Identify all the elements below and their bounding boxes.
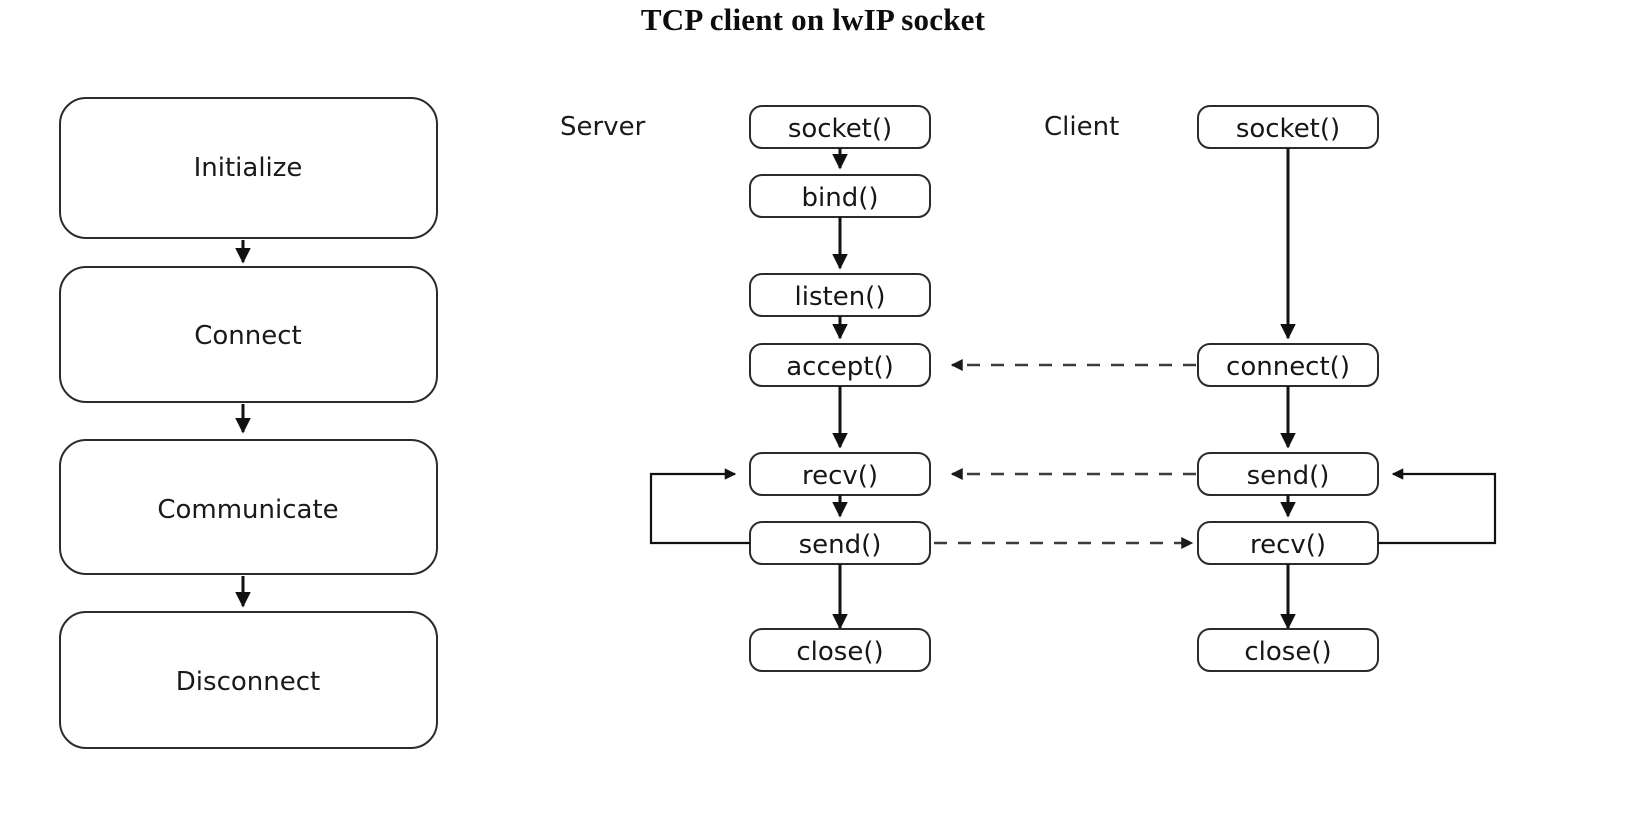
lifecycle-label-initialize: Initialize xyxy=(194,153,303,183)
lifecycle-label-communicate: Communicate xyxy=(157,495,338,525)
lifecycle-flow: Initialize Connect Communicate Disconnec… xyxy=(59,97,438,749)
lifecycle-step-disconnect[interactable]: Disconnect xyxy=(59,611,438,749)
server-label-recv: recv() xyxy=(802,461,878,491)
server-step-close[interactable]: close() xyxy=(749,628,931,672)
lifecycle-box-disconnect[interactable] xyxy=(59,611,438,749)
client-step-send[interactable]: send() xyxy=(1197,452,1379,496)
server-label-listen: listen() xyxy=(795,282,886,312)
client-label-recv: recv() xyxy=(1250,530,1326,560)
server-label-socket: socket() xyxy=(788,114,892,144)
client-step-socket[interactable]: socket() xyxy=(1197,105,1379,149)
server-label-bind: bind() xyxy=(802,183,879,213)
server-loop-arrow xyxy=(649,468,750,545)
column-label-client: Client xyxy=(1044,112,1119,142)
lifecycle-step-initialize[interactable]: Initialize xyxy=(59,97,438,239)
client-label-close: close() xyxy=(1244,637,1331,667)
server-box-close[interactable] xyxy=(749,628,931,672)
client-box-close[interactable] xyxy=(1197,628,1379,672)
column-label-server: Server xyxy=(560,112,646,142)
lifecycle-step-connect[interactable]: Connect xyxy=(59,266,438,403)
server-step-listen[interactable]: listen() xyxy=(749,273,931,317)
server-step-send[interactable]: send() xyxy=(749,521,931,565)
server-label-accept: accept() xyxy=(786,352,894,382)
server-label-send: send() xyxy=(799,530,882,560)
lifecycle-box-connect[interactable] xyxy=(59,266,438,403)
server-column: socket() bind() listen() accept() recv()… xyxy=(649,105,931,672)
client-label-connect: connect() xyxy=(1226,352,1350,382)
lifecycle-box-initialize[interactable] xyxy=(59,97,438,239)
page-title: TCP client on lwIP socket xyxy=(640,2,986,37)
client-label-socket: socket() xyxy=(1236,114,1340,144)
server-step-socket[interactable]: socket() xyxy=(749,105,931,149)
lifecycle-box-communicate[interactable] xyxy=(59,439,438,575)
server-label-close: close() xyxy=(796,637,883,667)
server-step-recv[interactable]: recv() xyxy=(749,452,931,496)
client-loop-arrow xyxy=(1378,468,1497,545)
client-step-recv[interactable]: recv() xyxy=(1197,521,1379,565)
client-step-connect[interactable]: connect() xyxy=(1197,343,1379,387)
client-column: socket() connect() send() recv() close() xyxy=(1197,105,1497,672)
lifecycle-step-communicate[interactable]: Communicate xyxy=(59,439,438,575)
server-step-accept[interactable]: accept() xyxy=(749,343,931,387)
client-step-close[interactable]: close() xyxy=(1197,628,1379,672)
server-step-bind[interactable]: bind() xyxy=(749,174,931,218)
client-label-send: send() xyxy=(1247,461,1330,491)
lifecycle-label-disconnect: Disconnect xyxy=(176,667,320,697)
lifecycle-label-connect: Connect xyxy=(194,321,302,351)
message-arrows xyxy=(934,359,1196,549)
